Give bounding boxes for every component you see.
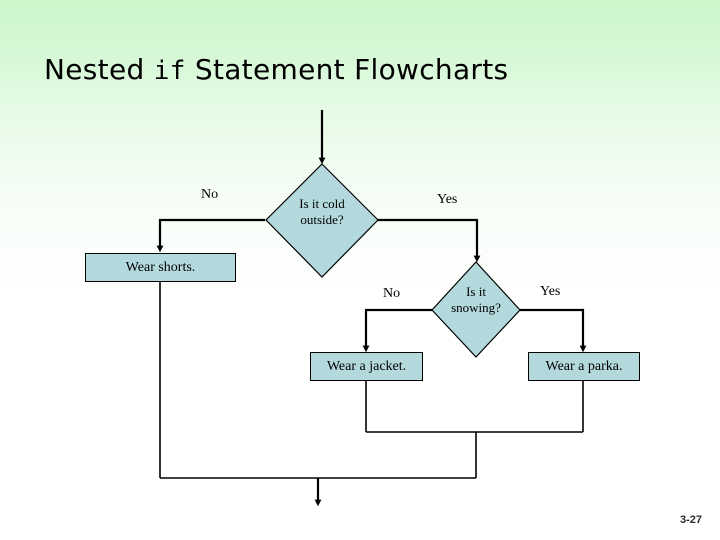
decision-label-cold-line1: Is it cold: [299, 196, 345, 211]
decision-shape-snowing[interactable]: [431, 261, 521, 358]
edge-label-snowing-yes: Yes: [540, 284, 561, 299]
page-number: 3-27: [679, 514, 702, 526]
decision-shape-cold[interactable]: [265, 163, 379, 278]
decision-label-snowing-line2: snowing?: [451, 300, 501, 316]
decision-label-snowing-line1: Is it: [466, 284, 486, 299]
connector-cold-yes: [378, 218, 481, 263]
connector-snowing-yes: [520, 308, 587, 353]
page-title: Nested if Statement Flowcharts: [44, 53, 508, 86]
process-box-jacket[interactable]: Wear a jacket.: [310, 352, 423, 381]
process-label-jacket: Wear a jacket.: [326, 358, 407, 374]
process-box-shorts[interactable]: Wear shorts.: [85, 253, 236, 282]
edge-label-cold-no: No: [201, 187, 219, 202]
title-keyword-if: if: [153, 56, 186, 86]
connector-snowing-no: [362, 308, 432, 353]
background-gradient: [0, 0, 720, 300]
edge-label-snowing-no: No: [383, 286, 401, 301]
connector-cold-no: [156, 218, 265, 253]
process-label-shorts: Wear shorts.: [125, 259, 196, 275]
decision-label-snowing: Is it snowing?: [428, 284, 524, 317]
title-prefix-text: Nested: [44, 53, 154, 86]
process-label-parka: Wear a parka.: [545, 358, 623, 374]
edge-label-cold-yes: Yes: [437, 192, 458, 207]
decision-label-cold-line2: outside?: [300, 212, 344, 228]
decision-label-cold: Is it cold outside?: [266, 196, 378, 229]
process-box-parka[interactable]: Wear a parka.: [528, 352, 640, 381]
title-suffix-text: Statement Flowcharts: [185, 53, 509, 86]
